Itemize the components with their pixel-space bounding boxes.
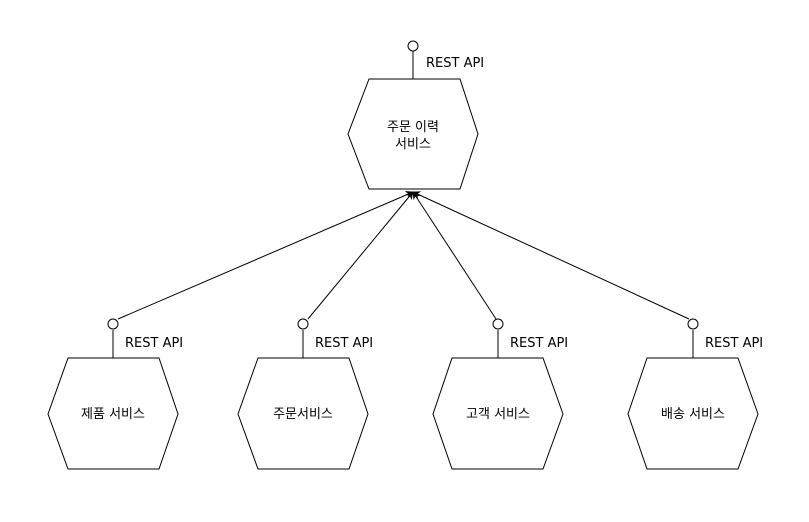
product-api-interface-icon xyxy=(107,318,119,330)
product-service-label: 제품 서비스 xyxy=(81,407,145,422)
arrow-product-to-order-history xyxy=(117,191,414,320)
customer-api-label: REST API xyxy=(510,336,568,351)
order-api-interface-icon xyxy=(297,318,309,330)
product-service-hexagon[interactable] xyxy=(47,357,179,470)
order-history-api-label: REST API xyxy=(426,56,484,71)
order-service-label: 주문서비스 xyxy=(273,407,333,422)
order-api-label: REST API xyxy=(315,336,373,351)
arrow-order-to-order-history xyxy=(307,191,414,320)
order-history-service[interactable]: REST API 주문 이력 서비스 xyxy=(347,40,484,190)
customer-api-interface-icon xyxy=(492,318,504,330)
delivery-service[interactable]: REST API 배송 서비스 xyxy=(627,318,763,470)
delivery-api-interface-icon xyxy=(687,318,699,330)
product-api-label: REST API xyxy=(125,336,183,351)
order-history-api-interface-icon xyxy=(407,40,419,52)
order-service[interactable]: REST API 주문서비스 xyxy=(237,318,373,470)
order-history-service-label-line2: 서비스 xyxy=(395,137,431,152)
customer-service-label: 고객 서비스 xyxy=(466,407,530,422)
delivery-api-label: REST API xyxy=(705,336,763,351)
order-history-service-label-line1: 주문 이력 xyxy=(387,120,439,135)
product-service[interactable]: REST API 제품 서비스 xyxy=(47,318,183,470)
customer-service[interactable]: REST API 고객 서비스 xyxy=(432,318,568,470)
customer-service-hexagon[interactable] xyxy=(432,357,564,470)
delivery-service-hexagon[interactable] xyxy=(627,357,759,470)
arrow-delivery-to-order-history xyxy=(412,191,690,320)
connection-arrows xyxy=(117,191,690,320)
order-history-service-hexagon[interactable] xyxy=(347,78,479,190)
order-service-hexagon[interactable] xyxy=(237,357,369,470)
delivery-service-label: 배송 서비스 xyxy=(661,407,725,422)
arrow-customer-to-order-history xyxy=(412,191,497,320)
